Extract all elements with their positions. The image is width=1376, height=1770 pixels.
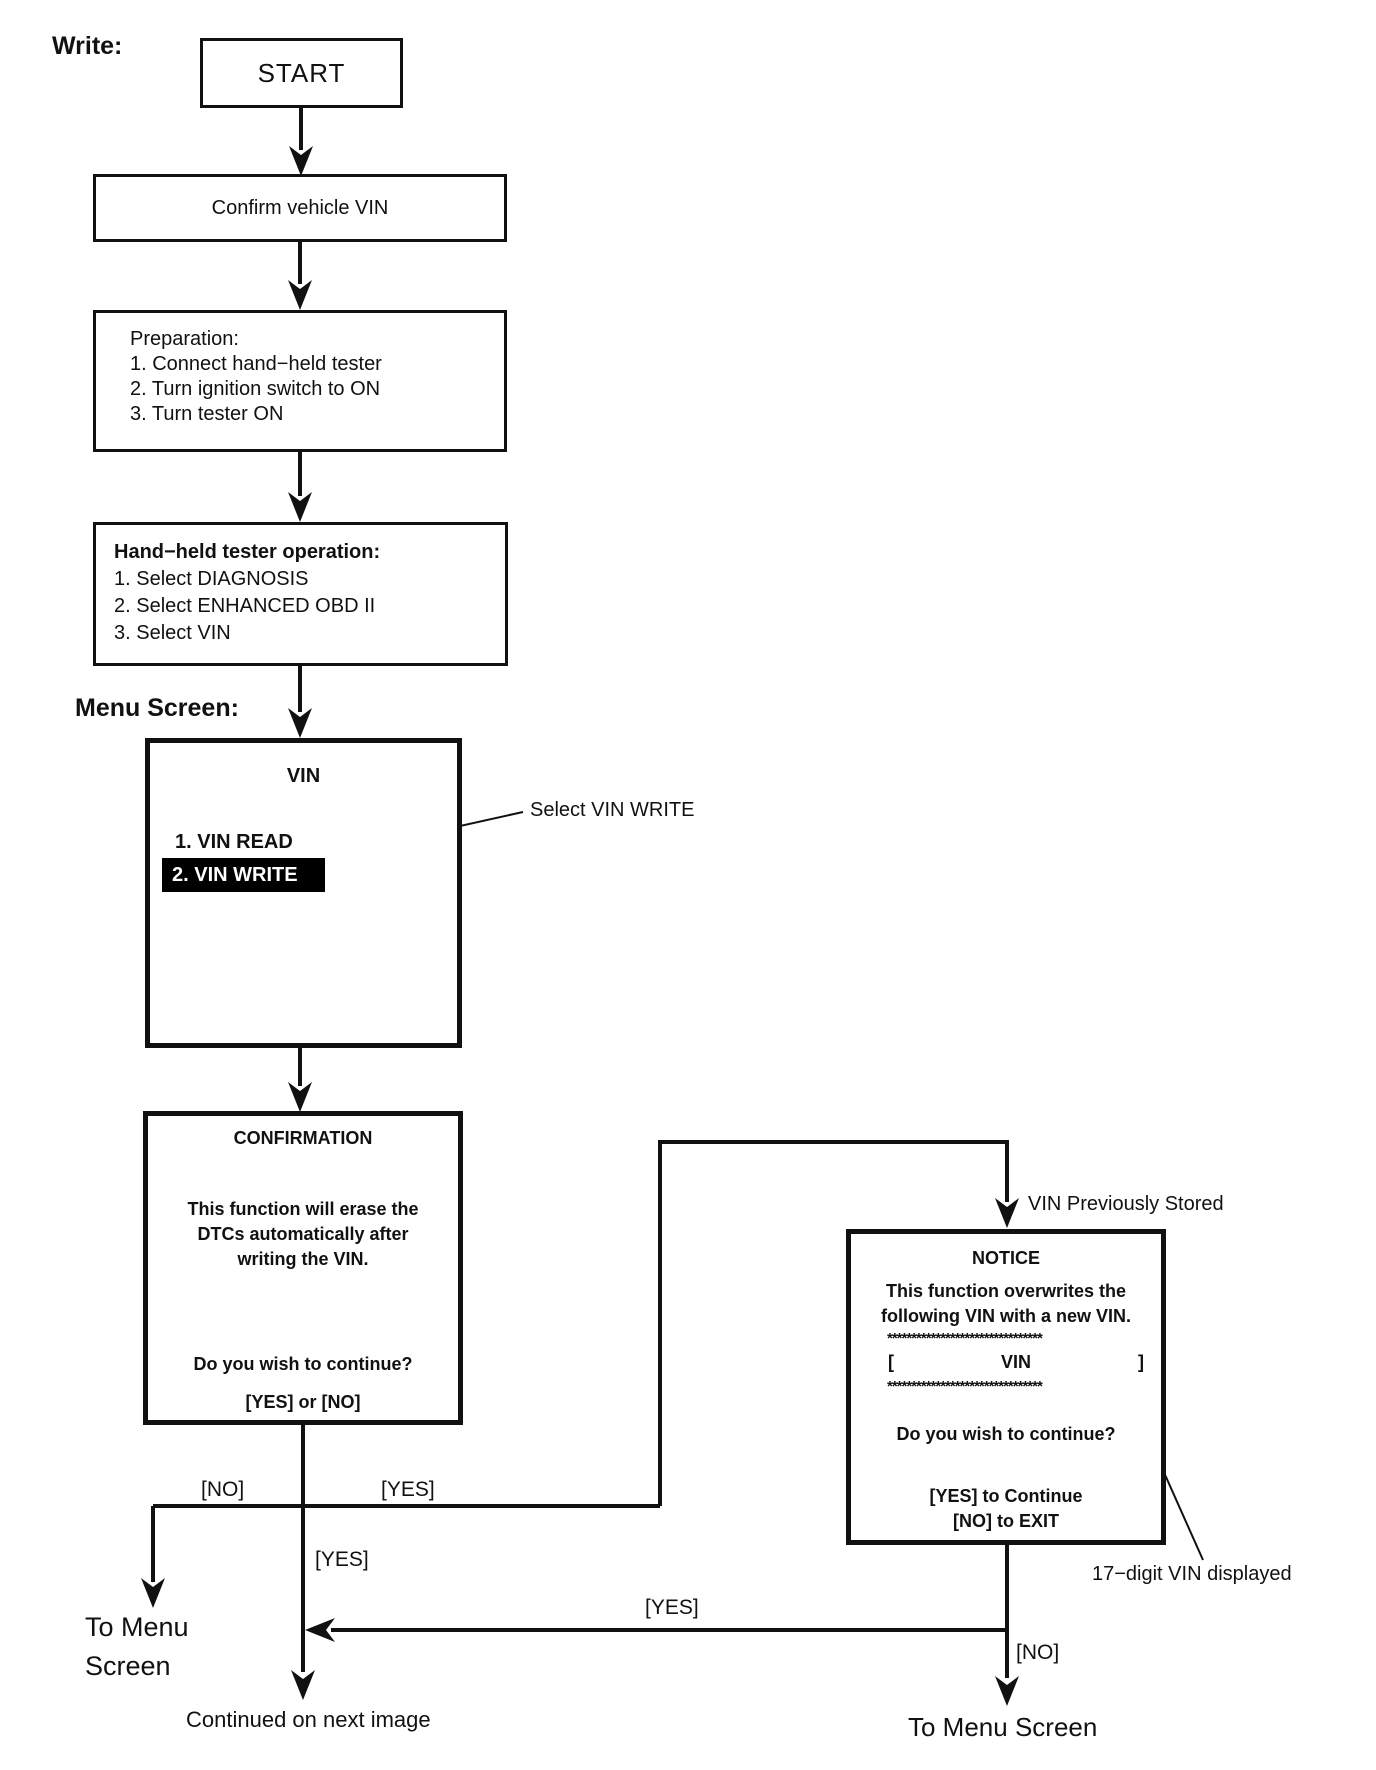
notice-stars-top: ******************************** (887, 1330, 1043, 1347)
notice-bracket-open: [ (888, 1352, 894, 1372)
to-menu-screen-left-label: To Menu Screen (85, 1608, 189, 1686)
start-node: START (200, 38, 403, 108)
notice-title: NOTICE (971, 1248, 1040, 1268)
confirm-vin-label: Confirm vehicle VIN (211, 196, 389, 219)
tester-operation-node: Hand−held tester operation: 1. Select DI… (93, 522, 508, 666)
preparation-step-3: 3. Turn tester ON (130, 403, 284, 425)
preparation-step-1: 1. Connect hand−held tester (130, 353, 382, 375)
seventeen-digit-vin-callout: 17−digit VIN displayed (1092, 1563, 1292, 1585)
tester-operation-step-1: 1. Select DIAGNOSIS (114, 568, 309, 590)
vin-previously-stored-label: VIN Previously Stored (1028, 1193, 1224, 1215)
confirmation-options: [YES] or [NO] (245, 1392, 361, 1412)
vin-menu-title: VIN (286, 765, 321, 787)
notice-vin-row: [ VIN ] (888, 1352, 1144, 1373)
confirmation-screen: CONFIRMATION This function will erase th… (143, 1111, 463, 1425)
notice-stars-bottom: ******************************** (887, 1378, 1043, 1395)
select-vin-write-callout: Select VIN WRITE (530, 799, 695, 821)
notice-bracket-close: ] (1137, 1352, 1144, 1372)
tester-operation-title: Hand−held tester operation: (114, 541, 381, 563)
to-menu-left-line2: Screen (85, 1651, 171, 1681)
branch-yes-mid-label: [YES] (315, 1548, 369, 1571)
tester-operation-step-2: 2. Select ENHANCED OBD II (114, 595, 376, 617)
notice-line-2: following VIN with a new VIN. (880, 1306, 1131, 1326)
confirmation-question: Do you wish to continue? (193, 1354, 413, 1374)
branch-yes-top-label: [YES] (381, 1478, 435, 1501)
write-section-label: Write: (52, 32, 123, 60)
confirm-vin-node: Confirm vehicle VIN (93, 174, 507, 242)
preparation-title: Preparation: (130, 328, 239, 350)
notice-line-1: This function overwrites the (885, 1281, 1127, 1301)
menu-screen-section-label: Menu Screen: (75, 694, 239, 722)
continued-next-image-label: Continued on next image (186, 1707, 431, 1732)
confirmation-line-2: DTCs automatically after (197, 1224, 409, 1244)
to-menu-screen-right-label: To Menu Screen (908, 1712, 1098, 1742)
start-node-label: START (257, 57, 346, 88)
branch-no-right-label: [NO] (1016, 1641, 1060, 1664)
notice-no-line: [NO] to EXIT (953, 1511, 1059, 1531)
preparation-step-2: 2. Turn ignition switch to ON (130, 378, 381, 400)
to-menu-left-line1: To Menu (85, 1612, 189, 1642)
branch-no-left-label: [NO] (201, 1478, 245, 1501)
notice-question: Do you wish to continue? (896, 1424, 1116, 1444)
notice-yes-line: [YES] to Continue (929, 1486, 1083, 1506)
branch-yes-return-label: [YES] (645, 1596, 699, 1619)
tester-operation-step-3: 3. Select VIN (114, 622, 231, 644)
notice-screen: NOTICE This function overwrites the foll… (846, 1229, 1166, 1545)
notice-vin-value: VIN (1000, 1352, 1031, 1372)
vin-menu-item-write-selected: 2. VIN WRITE (162, 858, 325, 892)
confirmation-title: CONFIRMATION (233, 1128, 373, 1148)
preparation-node: Preparation: 1. Connect hand−held tester… (93, 310, 507, 452)
vin-menu-screen: VIN 1. VIN READ 2. VIN WRITE (145, 738, 462, 1048)
vin-menu-item-read: 1. VIN READ (175, 831, 293, 853)
confirmation-line-3: writing the VIN. (237, 1249, 369, 1269)
confirmation-line-1: This function will erase the (187, 1199, 419, 1219)
